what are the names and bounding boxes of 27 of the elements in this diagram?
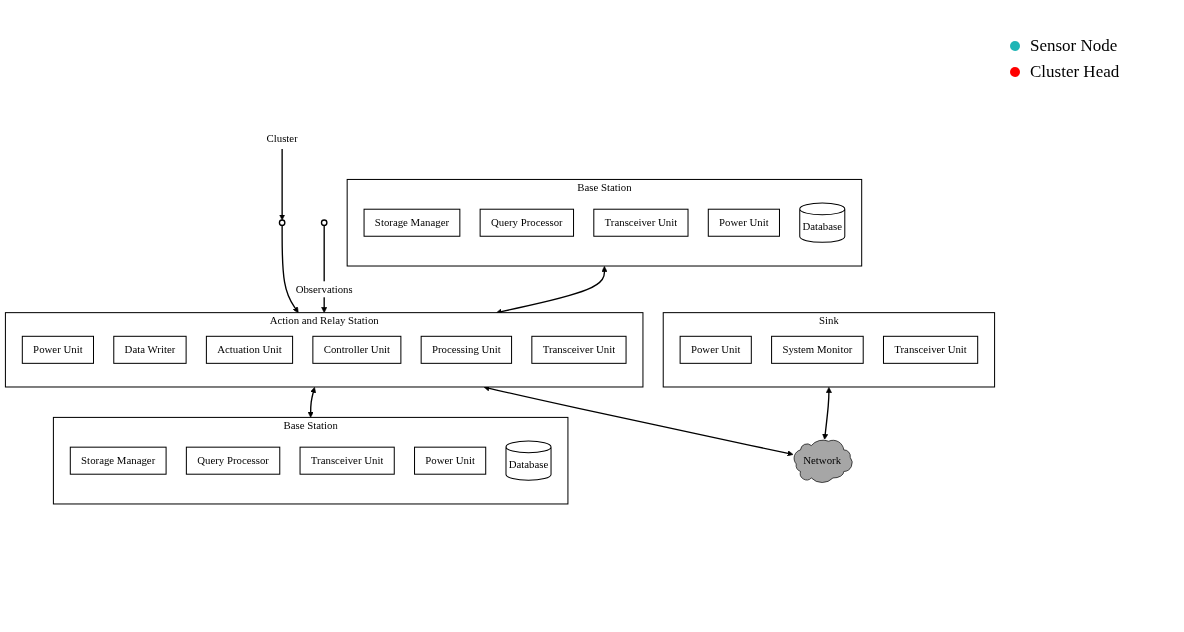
node-box: Controller Unit [312, 336, 402, 365]
node-box: Query Processor [185, 446, 281, 476]
node-box: Actuation Unit [205, 336, 294, 365]
legend-text: Cluster Head [1030, 62, 1120, 82]
node-box: Data Writer [113, 336, 187, 365]
node-box: Power Unit [707, 209, 780, 238]
node-box: Transceiver Unit [882, 336, 979, 365]
node-text: Cluster [266, 132, 298, 144]
node-box: Transceiver Unit [531, 336, 627, 365]
legend-text: Sensor Node [1030, 36, 1118, 56]
node-circle [278, 219, 286, 227]
node-box: Storage Manager [363, 209, 461, 238]
node-box: Transceiver Unit [593, 209, 689, 238]
edge-label: Observations [295, 283, 353, 296]
node-circle [320, 219, 328, 227]
arrow [307, 387, 317, 418]
node-box: Query Processor [479, 209, 575, 238]
node-box: Transceiver Unit [299, 446, 395, 476]
node-box: Power Unit [679, 336, 752, 365]
node-box: Processing Unit [420, 336, 513, 365]
arrow [822, 387, 832, 441]
arrow [281, 225, 299, 314]
node-box: Storage Manager [69, 446, 167, 476]
node-box: Power Unit [21, 336, 94, 365]
arrow [279, 148, 286, 221]
node-box: Power Unit [414, 446, 487, 476]
node-box: System Monitor [771, 336, 864, 365]
